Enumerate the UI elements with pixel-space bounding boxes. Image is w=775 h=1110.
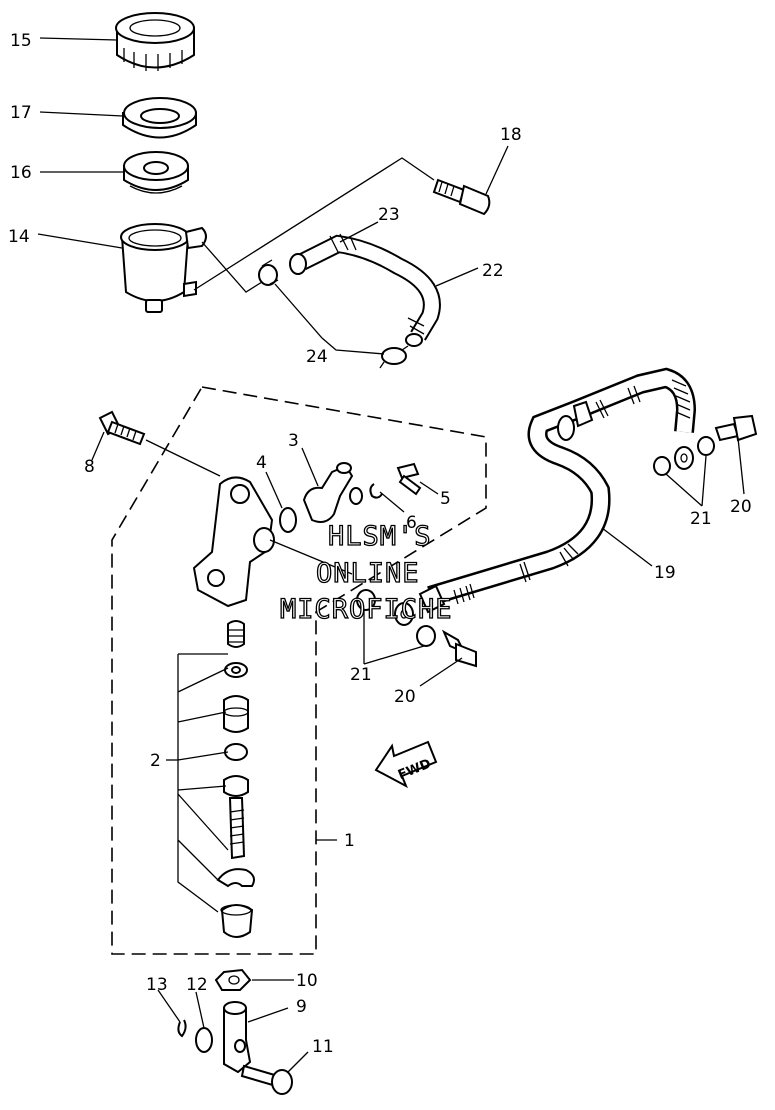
part-label-24: 24 — [306, 347, 328, 367]
part-label-21-upper: 21 — [690, 509, 712, 529]
leader-19 — [601, 527, 653, 567]
part-label-2: 2 — [150, 751, 161, 771]
reference-body-line — [269, 539, 353, 575]
washer-21-upper-a — [653, 456, 671, 476]
leader-20-lower — [419, 657, 463, 687]
watermark-line-3: MICROFICHE — [280, 594, 453, 625]
part-label-18: 18 — [500, 125, 522, 145]
washer-21-lower-b — [416, 625, 436, 647]
part-label-15: 15 — [10, 31, 32, 51]
part-label-22: 22 — [482, 261, 504, 281]
leader-5 — [419, 481, 439, 495]
diaphragm — [123, 151, 189, 194]
reservoir-hose — [289, 233, 441, 347]
watermark-line-2: ONLINE — [316, 558, 420, 589]
watermark-line-1: HLSM'S — [328, 521, 432, 552]
leader-21-lower — [363, 610, 425, 665]
reservoir-joint — [302, 462, 354, 523]
circlip-6 — [369, 483, 383, 499]
part-label-6: 6 — [406, 513, 417, 533]
leader-8 — [91, 431, 221, 477]
clevis-pin — [240, 1064, 293, 1095]
diaphragm-holder — [122, 97, 197, 139]
leader-14 — [37, 233, 123, 249]
part-label-1: 1 — [344, 831, 355, 851]
part-label-14: 14 — [8, 227, 30, 247]
part-label-17: 17 — [10, 103, 32, 123]
part-label-3: 3 — [288, 431, 299, 451]
part-label-5: 5 — [440, 489, 451, 509]
leader-13 — [157, 989, 181, 1023]
part-label-10: 10 — [296, 971, 318, 991]
washer-21-lower-a — [356, 589, 376, 611]
leader-12 — [195, 991, 205, 1029]
reference-lines — [193, 157, 435, 293]
part-label-13: 13 — [146, 975, 168, 995]
master-cylinder-body — [192, 476, 275, 608]
leader-9 — [247, 1007, 289, 1023]
leader-15 — [39, 37, 118, 41]
leader-11 — [287, 1051, 309, 1073]
adjuster-nut — [214, 968, 252, 991]
part-label-21-lower: 21 — [350, 665, 372, 685]
reservoir — [120, 223, 207, 313]
part-label-20-lower: 20 — [394, 687, 416, 707]
leader-24 — [274, 283, 385, 355]
hose-clip-upper — [258, 259, 279, 286]
part-label-23: 23 — [378, 205, 400, 225]
part-label-16: 16 — [10, 163, 32, 183]
joint-screw — [396, 462, 422, 496]
leader-18 — [485, 145, 509, 195]
hose-clip-lower — [379, 345, 409, 369]
reservoir-bolt — [432, 178, 491, 216]
assembly-boundary — [111, 386, 487, 955]
part-label-9: 9 — [296, 997, 307, 1017]
washer-21-upper-b — [697, 436, 715, 456]
brake-hose — [394, 367, 697, 626]
joint-washer — [349, 487, 363, 505]
washer-12 — [195, 1027, 213, 1053]
union-bolt-upper — [714, 414, 758, 442]
leader-21-upper — [665, 455, 707, 507]
clevis — [223, 1001, 252, 1074]
piston-kit — [216, 620, 255, 938]
part-label-19: 19 — [654, 563, 676, 583]
leader-20-upper — [737, 437, 745, 495]
part-label-8: 8 — [84, 457, 95, 477]
reservoir-cap — [115, 12, 195, 71]
forward-arrow: FWD — [374, 740, 438, 789]
mounting-bolt — [98, 410, 146, 446]
part-label-12: 12 — [186, 975, 208, 995]
leader-2 — [177, 653, 229, 913]
o-ring — [279, 507, 297, 533]
leader-17 — [39, 111, 124, 117]
cotter-pin — [177, 1019, 187, 1038]
leader-23 — [339, 221, 379, 243]
part-label-11: 11 — [312, 1037, 334, 1057]
leader-22 — [435, 267, 479, 287]
leader-4 — [265, 471, 283, 509]
part-label-4: 4 — [256, 453, 267, 473]
leader-6 — [379, 491, 405, 513]
leader-3 — [301, 447, 319, 487]
part-label-20-upper: 20 — [730, 497, 752, 517]
union-bolt-lower — [441, 629, 477, 668]
